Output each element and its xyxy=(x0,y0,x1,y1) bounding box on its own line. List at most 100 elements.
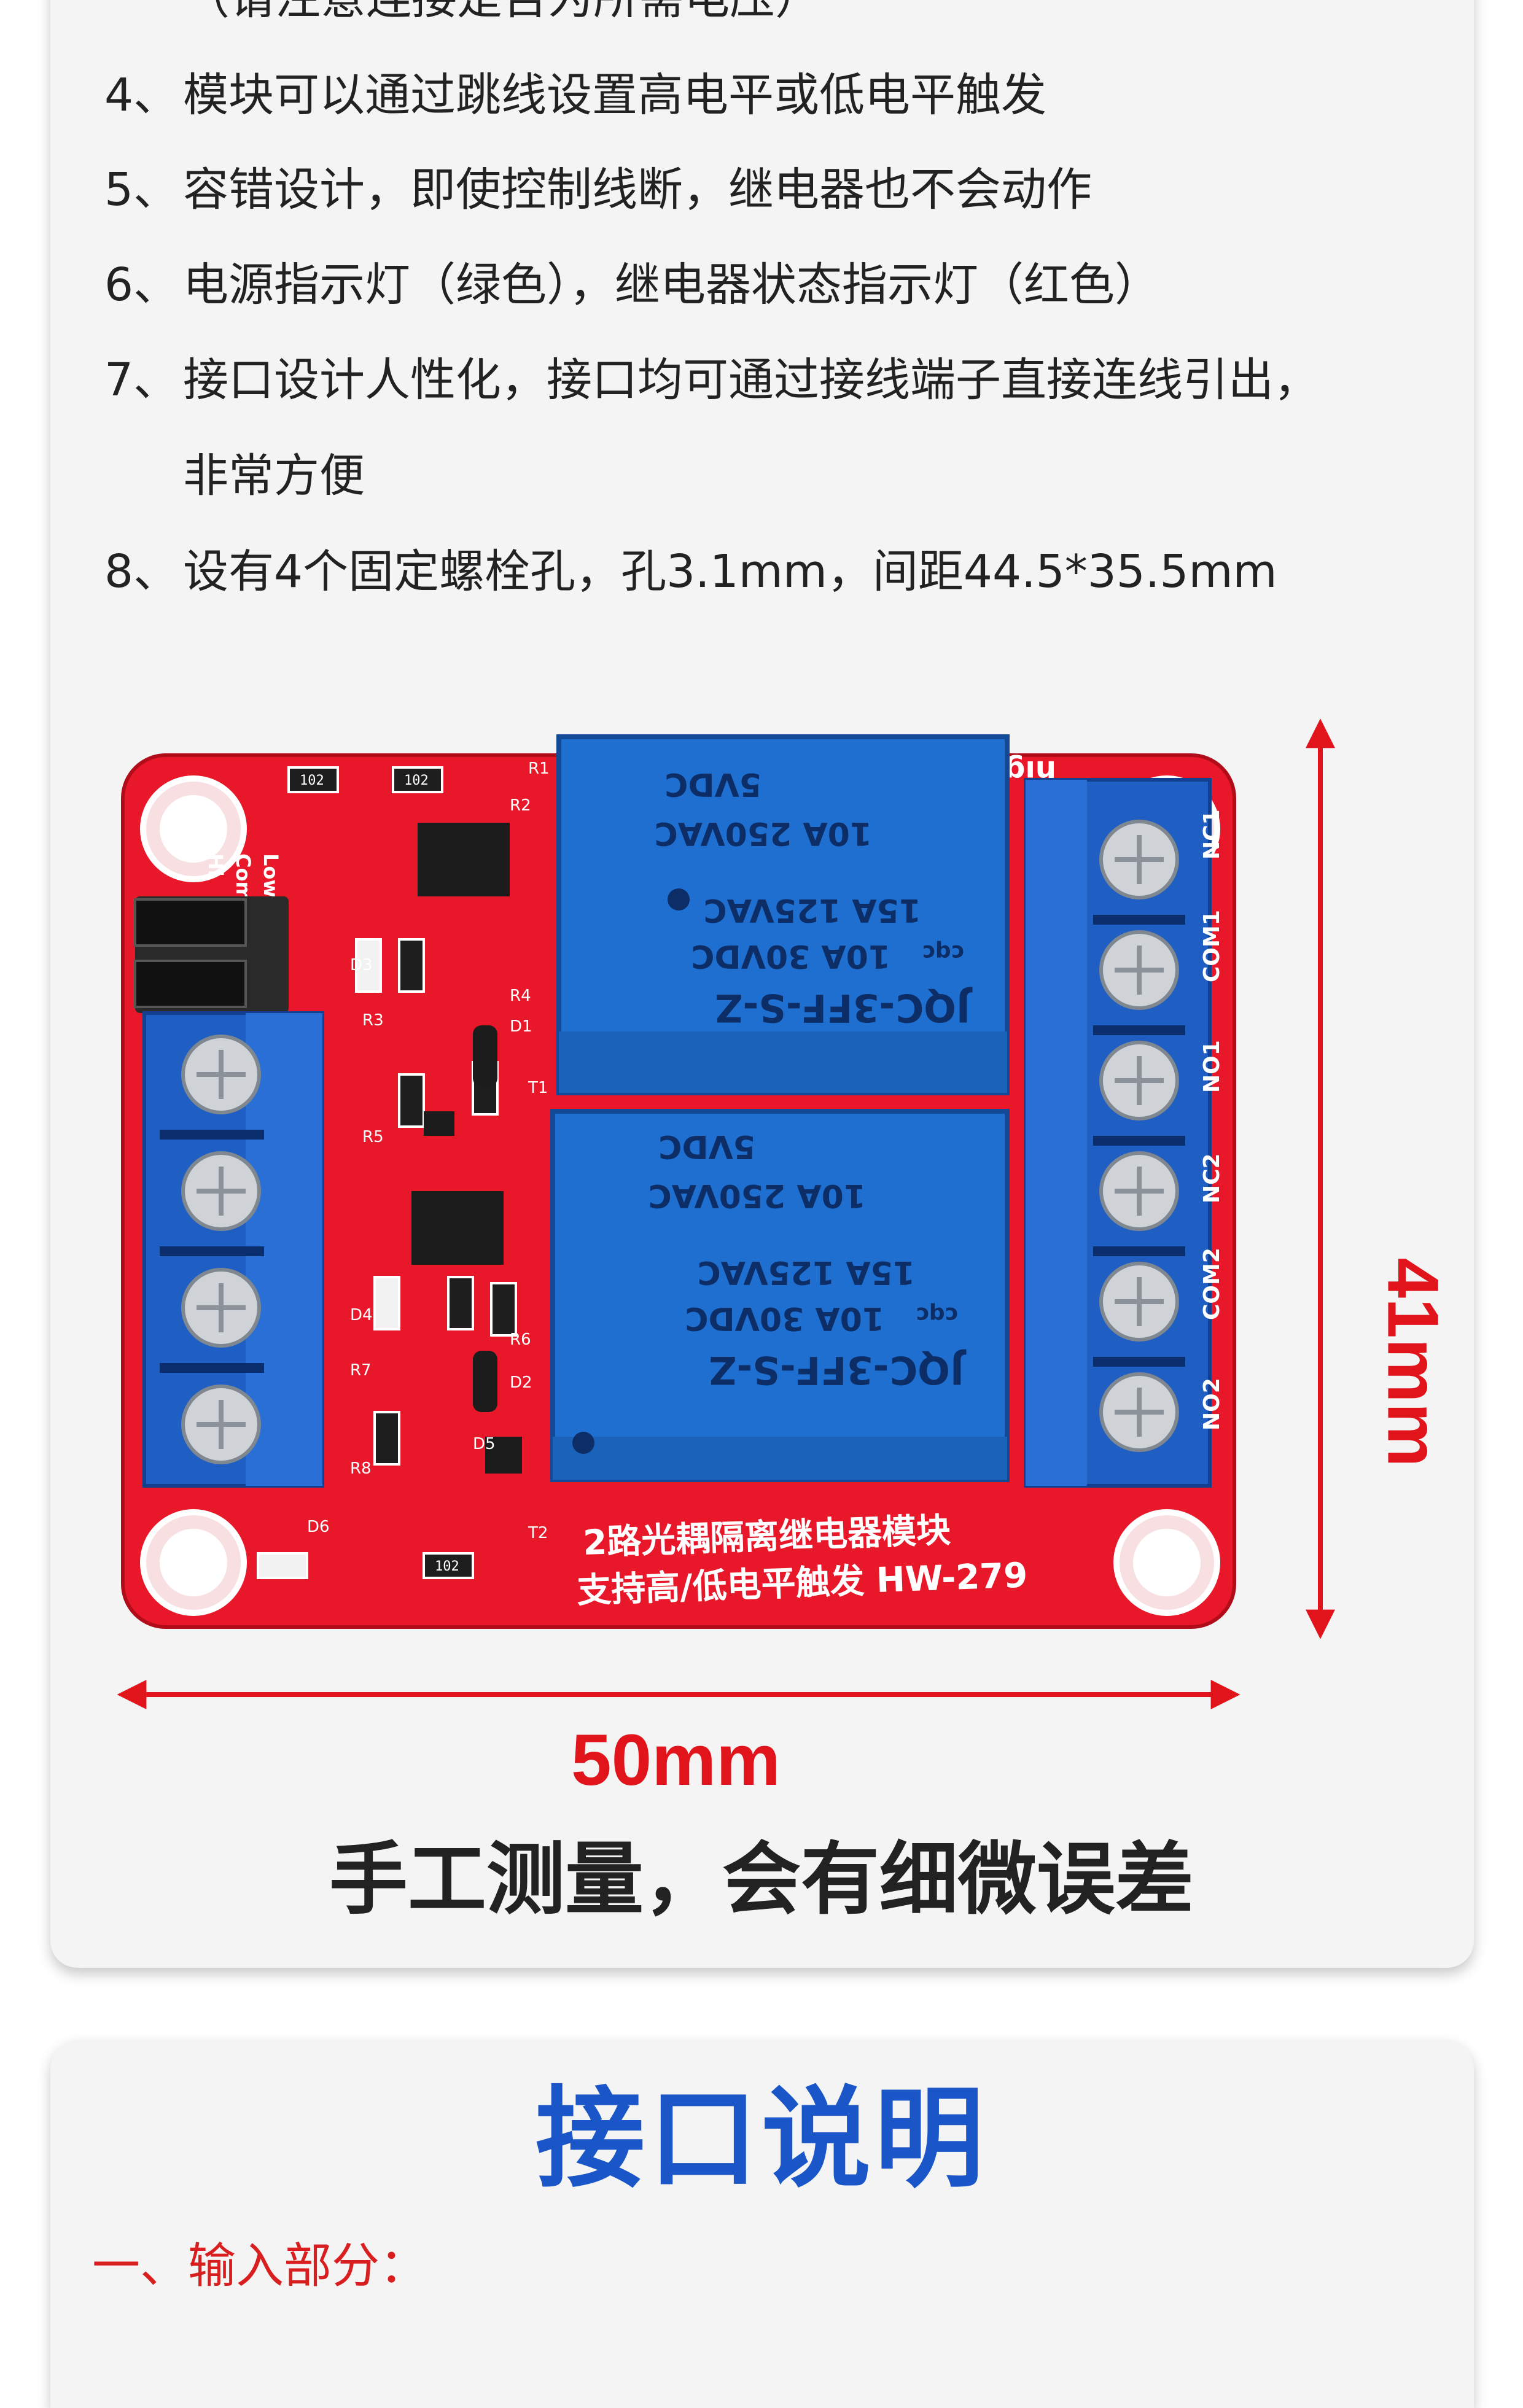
component-label: R2 xyxy=(510,796,531,815)
height-dimension-label: 41mm xyxy=(1372,1257,1454,1467)
terminal-label: COM1 xyxy=(1199,910,1225,982)
terminal-label: NC1 xyxy=(1199,809,1225,860)
jumper-label: Low xyxy=(259,853,282,898)
smd-resistor xyxy=(423,1552,474,1579)
interface-card xyxy=(50,2040,1474,2408)
terminal-label: COM2 xyxy=(1199,1248,1225,1320)
feature-number: 8、 xyxy=(104,545,179,598)
screw xyxy=(1099,1041,1179,1120)
feature-number: 4、 xyxy=(104,69,179,122)
input-section-heading: 一、输入部分： xyxy=(92,2239,428,2294)
component-label: D5 xyxy=(473,1435,496,1453)
feature-number: 7、 xyxy=(104,354,179,406)
transistor xyxy=(424,1111,454,1136)
relay-rating: 10A 250VAC xyxy=(649,1177,866,1214)
feature-number: 5、 xyxy=(104,163,179,216)
relay-model: JQC-3FF-S-Z xyxy=(715,985,973,1030)
component-label: R3 xyxy=(362,1011,384,1030)
screw xyxy=(1099,1372,1179,1452)
feature-5: 5、容错设计，即使控制线断，继电器也不会动作 xyxy=(104,167,1092,212)
component-label: D3 xyxy=(350,956,373,974)
smd-resistor xyxy=(447,1276,474,1330)
mounting-hole xyxy=(140,1509,247,1616)
component-label: D1 xyxy=(510,1017,532,1036)
component-label: T1 xyxy=(528,1079,548,1097)
jumper-label: Hi xyxy=(204,853,227,877)
screw xyxy=(181,1385,261,1464)
cert-mark: cqc xyxy=(916,1302,958,1327)
relay-2: JQC-3FF-S-Z 10A 30VDC 15A 125VAC 10A 250… xyxy=(550,1109,1010,1482)
relay-rating: 10A 250VAC xyxy=(655,815,872,852)
terminal-label: NO2 xyxy=(1199,1378,1225,1431)
feature-7-continued: 非常方便 xyxy=(183,449,365,502)
smd-led xyxy=(373,1276,400,1330)
output-terminal-block xyxy=(1024,778,1212,1488)
relay-rating: 10A 30VDC xyxy=(691,938,890,974)
smd-resistor xyxy=(287,766,339,793)
smd-code: 102 xyxy=(435,1559,459,1574)
transistor xyxy=(485,1437,522,1474)
relay-model: JQC-3FF-S-Z xyxy=(709,1348,967,1392)
feature-text: 电源指示灯（绿色），继电器状态指示灯（红色） xyxy=(183,258,1160,311)
smd-resistor xyxy=(398,938,425,993)
optocoupler xyxy=(418,823,510,896)
screw xyxy=(1099,1262,1179,1342)
smd-code: 102 xyxy=(404,773,429,788)
component-label: R5 xyxy=(362,1128,384,1146)
relay-voltage: 5VDC xyxy=(664,766,762,802)
jumper-header xyxy=(134,896,289,1013)
smd-led xyxy=(257,1552,308,1579)
component-label: R7 xyxy=(350,1361,372,1380)
component-label: R8 xyxy=(350,1459,372,1478)
smd-resistor xyxy=(490,1282,517,1337)
feature-number: 6、 xyxy=(104,258,179,311)
component-label: D4 xyxy=(350,1306,373,1324)
smd-resistor xyxy=(392,766,443,793)
component-label: D2 xyxy=(510,1373,532,1392)
relay-rating: 10A 30VDC xyxy=(685,1300,884,1337)
smd-resistor xyxy=(373,1411,400,1466)
feature-text: 接口设计人性化，接口均可通过接线端子直接连线引出， xyxy=(183,354,1319,406)
component-label: R4 xyxy=(510,987,531,1005)
smd-led xyxy=(355,938,382,993)
component-label: D6 xyxy=(307,1518,330,1536)
relay-rating: 15A 125VAC xyxy=(704,891,921,928)
mounting-hole xyxy=(1113,1509,1220,1616)
feature-8: 8、设有4个固定螺栓孔，孔3.1mm，间距44.5*35.5mm xyxy=(104,549,1277,594)
relay-module-figure: 102 102 102 2路光耦隔离继电器模块 支持高/低电平触发 HW-279… xyxy=(117,718,1335,1709)
input-terminal-block xyxy=(142,1011,324,1488)
mounting-hole xyxy=(140,775,247,882)
screw xyxy=(1099,1151,1179,1231)
feature-4: 4、模块可以通过跳线设置高电平或低电平触发 xyxy=(104,72,1046,118)
feature-text: 模块可以通过跳线设置高电平或低电平触发 xyxy=(183,69,1046,122)
feature-text: 设有4个固定螺栓孔，孔3.1mm，间距44.5*35.5mm xyxy=(183,545,1277,598)
jumper-cap xyxy=(134,898,247,947)
component-label: T2 xyxy=(528,1524,548,1542)
voltage-note: （请注意连接是否为所需电压） xyxy=(184,0,820,21)
terminal-label: NC2 xyxy=(1199,1153,1225,1203)
diode xyxy=(473,1351,497,1412)
diode xyxy=(473,1025,497,1087)
relay-rating: 15A 125VAC xyxy=(698,1254,915,1291)
screw xyxy=(181,1035,261,1114)
feature-6: 6、电源指示灯（绿色），继电器状态指示灯（红色） xyxy=(104,262,1160,308)
relay-voltage: 5VDC xyxy=(658,1128,755,1165)
component-label: R6 xyxy=(510,1330,531,1349)
section-title: 接口说明 xyxy=(536,2075,987,2202)
smd-code: 102 xyxy=(300,773,324,788)
screw xyxy=(1099,820,1179,899)
jumper-label: Com xyxy=(232,853,255,902)
measurement-caption: 手工测量，会有细微误差 xyxy=(329,1834,1194,1925)
feature-text: 容错设计，即使控制线断，继电器也不会动作 xyxy=(183,163,1092,216)
optocoupler xyxy=(411,1191,504,1265)
feature-7: 7、接口设计人性化，接口均可通过接线端子直接连线引出， xyxy=(104,357,1319,403)
component-label: R1 xyxy=(528,759,550,778)
smd-resistor xyxy=(398,1073,425,1128)
terminal-label: NO1 xyxy=(1199,1040,1225,1093)
screw xyxy=(1099,930,1179,1010)
relay-indicator xyxy=(572,1432,594,1454)
relay-1: JQC-3FF-S-Z 10A 30VDC 15A 125VAC 10A 250… xyxy=(556,734,1010,1095)
jumper-cap xyxy=(134,960,247,1008)
width-dimension-label: 50mm xyxy=(571,1720,781,1801)
screw xyxy=(181,1151,261,1231)
